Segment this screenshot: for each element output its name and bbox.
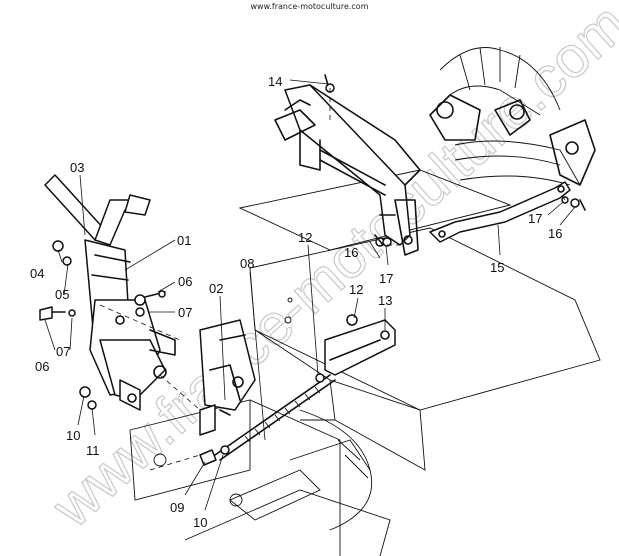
label-10b: 10 (193, 515, 207, 530)
label-16a: 16 (344, 245, 358, 260)
label-12b: 12 (349, 282, 363, 297)
site-url-header: www.france-motoculture.com (250, 2, 369, 11)
label-07a: 07 (178, 305, 192, 320)
label-10a: 10 (66, 428, 80, 443)
label-01: 01 (177, 233, 191, 248)
label-06b: 06 (35, 359, 49, 374)
label-06a: 06 (178, 274, 192, 289)
label-11: 11 (86, 443, 100, 458)
bracket-02 (199, 319, 256, 436)
label-13: 13 (378, 293, 392, 308)
bracket-13 (324, 319, 396, 376)
link-rod-15 (429, 181, 571, 243)
leader-lines (44, 79, 576, 511)
label-07b: 07 (56, 344, 70, 359)
label-15: 15 (490, 260, 504, 275)
alignment-lines (99, 88, 566, 471)
hardware-fasteners (39, 74, 586, 466)
tractor-rear-outline (429, 47, 596, 186)
label-02: 02 (209, 281, 223, 296)
label-08: 08 (240, 256, 254, 271)
label-17b: 17 (528, 211, 542, 226)
label-16b: 16 (548, 226, 562, 241)
label-14: 14 (268, 74, 282, 89)
label-12a: 12 (298, 230, 312, 245)
label-09: 09 (170, 500, 184, 515)
label-04: 04 (30, 266, 44, 281)
part-labels: 01 02 03 04 05 06 06 07 07 08 09 10 10 1… (30, 74, 562, 530)
label-03: 03 (70, 160, 84, 175)
label-17a: 17 (379, 271, 393, 286)
threaded-rod-08 (214, 373, 336, 461)
label-05: 05 (55, 287, 69, 302)
